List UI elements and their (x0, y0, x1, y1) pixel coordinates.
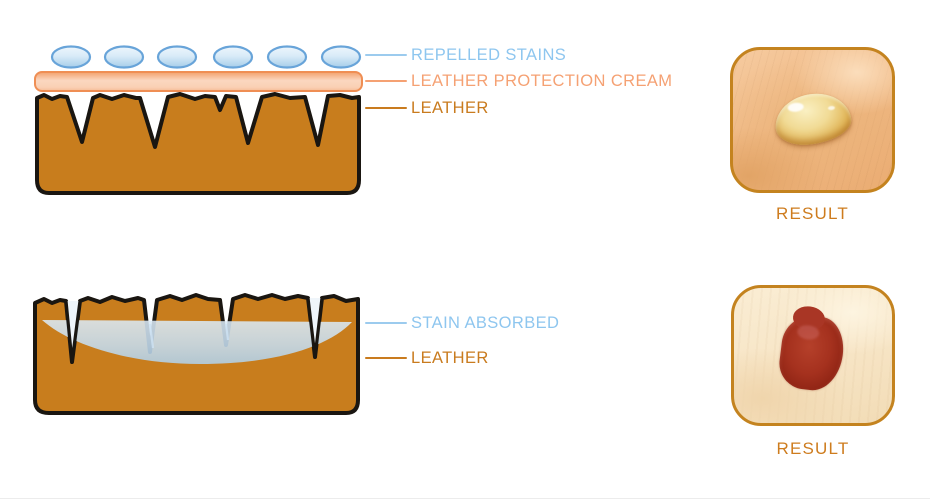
leather-label-bottom: LEATHER (411, 349, 489, 367)
stain-droplet (266, 45, 308, 69)
result-photo-repelled-drop (730, 47, 895, 193)
faint-crack-streaks (148, 323, 230, 349)
label-leather-bottom: LEATHER (365, 349, 489, 367)
red-stain-blob (776, 304, 848, 394)
protection-cream-label: LEATHER PROTECTION CREAM (411, 72, 673, 90)
leader-line-repelled-stains (365, 53, 407, 57)
droplet-highlight-small (827, 105, 835, 111)
beaded-water-droplet (772, 90, 853, 148)
leather-label-top: LEATHER (411, 99, 489, 117)
unprotected-leather-diagram (33, 293, 360, 415)
stain-droplet (50, 45, 92, 69)
label-repelled-stains: REPELLED STAINS (365, 46, 566, 64)
stain-droplet (212, 45, 254, 69)
result-caption-top: RESULT (775, 204, 849, 223)
label-protection-cream: LEATHER PROTECTION CREAM (365, 72, 672, 90)
result-caption-bottom: RESULT (776, 439, 850, 458)
protected-leather-diagram (34, 45, 363, 195)
droplet-highlight (786, 101, 804, 113)
label-stain-absorbed: STAIN ABSORBED (365, 314, 559, 332)
repelled-stain-droplets (50, 45, 362, 69)
absorbed-stain-lens (42, 320, 352, 364)
stain-droplet (320, 45, 362, 69)
leader-line-leather-bottom (365, 356, 407, 360)
crack-through-stain-right (306, 296, 324, 359)
result-photo-absorbed-stain (731, 285, 895, 426)
protection-cream-layer (34, 71, 363, 92)
stain-absorbed-label: STAIN ABSORBED (411, 314, 560, 332)
stain-droplet (103, 45, 145, 69)
bottom-divider-line (0, 498, 930, 499)
crack-through-stain-left (64, 299, 82, 364)
leader-line-stain-absorbed (365, 321, 407, 325)
stain-droplet (156, 45, 198, 69)
leader-line-protection-cream (365, 79, 407, 83)
leather-cross-section (35, 92, 361, 195)
repelled-stains-label: REPELLED STAINS (411, 46, 567, 64)
leader-line-leather-top (365, 106, 407, 110)
label-leather-top: LEATHER (365, 99, 489, 117)
